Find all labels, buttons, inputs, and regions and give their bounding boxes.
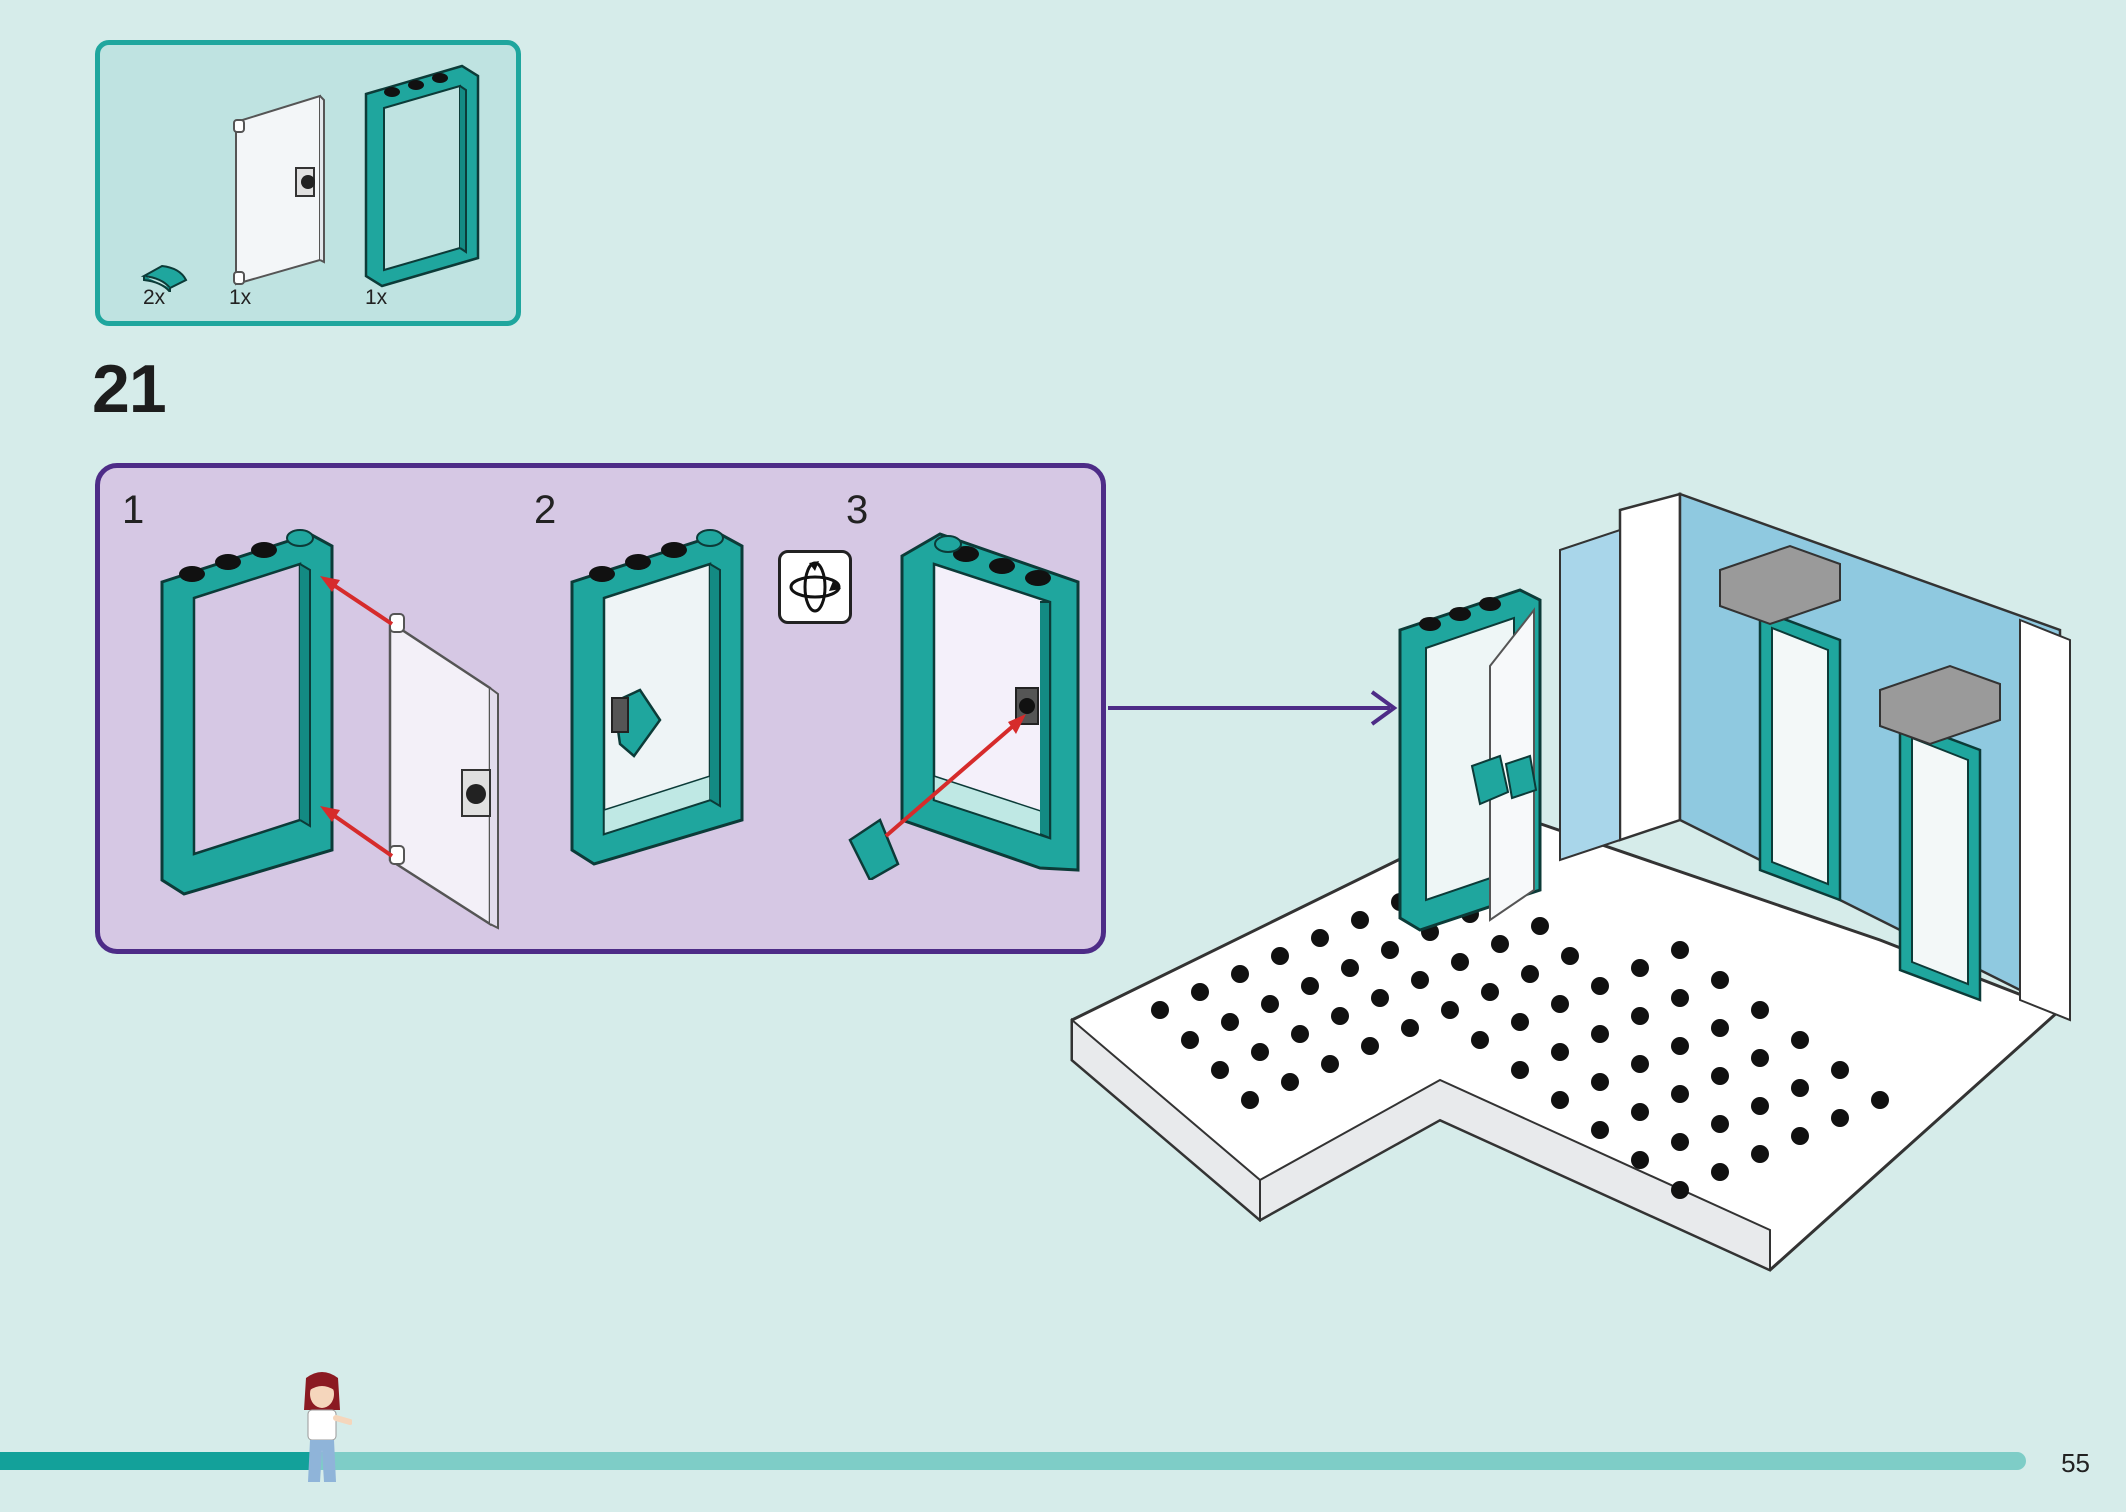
qty-frame: 1x: [365, 286, 388, 309]
sub-step-2-label: 2: [534, 488, 557, 532]
sub-step-3-illustration: [848, 532, 1080, 880]
teal-quarter-tile-icon: [140, 264, 188, 292]
step-number: 21: [92, 351, 167, 427]
transparent-door-icon: [233, 94, 325, 286]
qty-tile: 2x: [143, 286, 166, 309]
page-number: 55: [2061, 1448, 2090, 1478]
sub-step-2-illustration: [570, 529, 744, 866]
progress-fill: [0, 1452, 315, 1470]
rotate-model-icon: [778, 550, 852, 624]
sub-step-3-label: 3: [846, 488, 869, 532]
sub-step-1-label: 1: [122, 488, 145, 532]
progress-track: [0, 1452, 2026, 1470]
qty-door: 1x: [229, 286, 252, 309]
sub-step-1-illustration: [160, 529, 499, 930]
minifigure-icon: [304, 1372, 352, 1482]
assembled-model-illustration: [1070, 492, 2071, 1272]
connector-arrow: [1108, 690, 1398, 726]
teal-door-frame-icon: [364, 64, 480, 288]
